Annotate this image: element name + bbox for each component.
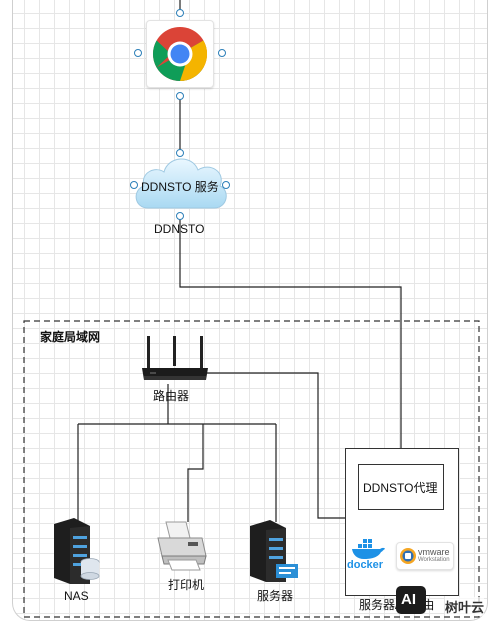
printer-label: 打印机: [168, 578, 205, 592]
connection-handle[interactable]: [130, 181, 138, 189]
vmware-brand: vmware: [418, 547, 450, 557]
router-icon: [142, 336, 208, 380]
watermark-badge-text: AI: [401, 591, 416, 608]
connection-handle[interactable]: [176, 9, 184, 17]
nas-server-icon: [54, 518, 100, 584]
connection-handle[interactable]: [176, 92, 184, 100]
proxy-box[interactable]: DDNSTO代理: [358, 464, 444, 510]
router-label: 路由器: [153, 389, 190, 403]
cloud-inner-label: DDNSTO 服务: [141, 180, 219, 194]
docker-tile: docker: [346, 536, 390, 574]
watermark-text: 树叶云: [445, 597, 485, 616]
connection-handle[interactable]: [218, 49, 226, 57]
docker-text: docker: [347, 559, 384, 571]
chrome-icon: [152, 27, 208, 82]
vmware-icon: [400, 548, 416, 564]
cloud-caption: DDNSTO: [154, 222, 205, 236]
lan-group-border: [23, 320, 480, 618]
connection-handle[interactable]: [176, 149, 184, 157]
server-icon: [250, 520, 298, 582]
nas-label: NAS: [64, 589, 89, 603]
lan-group-title: 家庭局域网: [40, 330, 101, 344]
connection-handle[interactable]: [134, 49, 142, 57]
server-label: 服务器: [257, 589, 294, 603]
browser-tile[interactable]: [146, 20, 214, 88]
watermark-badge: AI: [396, 586, 426, 614]
docker-whale-icon: [352, 539, 385, 559]
connection-handle[interactable]: [222, 181, 230, 189]
proxy-label: DDNSTO代理: [363, 481, 438, 495]
printer-icon: [157, 521, 207, 571]
vmware-tile: vmware Workstation: [396, 542, 454, 570]
vmware-product: Workstation: [418, 557, 450, 563]
grid-background: [12, 0, 488, 621]
connection-handle[interactable]: [176, 212, 184, 220]
cloud-icon: [135, 158, 227, 209]
